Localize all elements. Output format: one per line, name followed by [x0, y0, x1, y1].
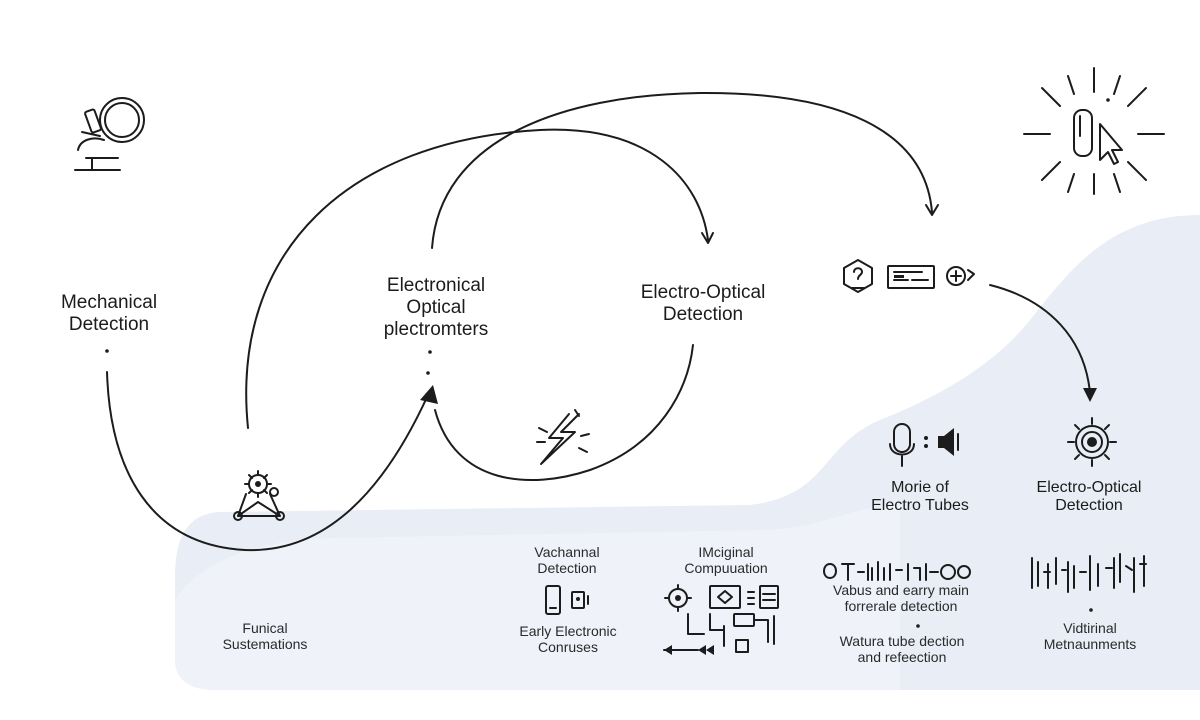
dot — [428, 350, 432, 354]
panel-label-line: forrerale detection — [844, 598, 958, 615]
lower-curve — [434, 344, 694, 481]
panel-label-line: Watura tube dection — [839, 633, 965, 649]
panel-label-line: IMciginal — [698, 544, 754, 560]
lightning-icon — [535, 408, 591, 468]
node-label-line: Mechanical — [60, 292, 158, 313]
panel-label-line: Vachannal — [534, 544, 600, 560]
microphone-speaker-icon — [886, 420, 966, 472]
panel-label-line: Conruses — [538, 639, 598, 656]
node-electro-optical-top: Electro-Optical Detection — [641, 282, 766, 326]
panel-label-line: Funical — [242, 620, 288, 636]
waveform-glyphs-icon — [823, 558, 980, 586]
panel-vidtirinal-metnaunments: Vidtirinal Metnaunments — [1044, 620, 1137, 652]
node-electronical-optical: Electronical Optical plectromters — [384, 275, 489, 341]
measurement-signal-icon — [1028, 548, 1152, 598]
panel-watura-tube: Watura tube dection and refeection — [840, 633, 965, 665]
panel-label-line: Metnaunments — [1043, 636, 1137, 653]
device-strip-icon — [838, 258, 984, 298]
node-label-line: plectromters — [383, 318, 489, 340]
panel-vabus-detection: Vabus and earry main forrerale detection — [833, 582, 969, 614]
arrowhead-down-two — [925, 204, 939, 216]
phone-devices-icon — [542, 584, 596, 620]
node-label-line: Detection — [1055, 497, 1123, 515]
node-label-line: Electro-Optical — [640, 282, 766, 303]
dot — [105, 349, 109, 353]
panel-imciginal-computation: IMciginal Compuuation — [684, 544, 767, 576]
light-burst-icon — [1020, 66, 1170, 196]
panel-vachannal-detection: Vachannal Detection — [534, 544, 599, 576]
panel-label-line: and refeection — [857, 649, 947, 666]
panel-funical-sustemations: Funical Sustemations — [223, 620, 308, 652]
panel-label-line: Compuuation — [684, 560, 768, 577]
arrowhead-up — [420, 385, 438, 404]
computation-hardware-icon — [663, 582, 788, 656]
dot — [916, 624, 920, 628]
node-mechanical-detection: Mechanical Detection — [61, 292, 157, 336]
mechanical-curve — [106, 371, 429, 552]
panel-label-line: Detection — [537, 560, 597, 577]
node-label-line: Morie of — [891, 479, 949, 496]
panel-label-line: Sustemations — [222, 636, 308, 653]
node-label-line: Optical — [406, 296, 466, 318]
panel-early-electronic: Early Electronic Conruses — [519, 623, 616, 655]
node-label-line: Electro Tubes — [871, 497, 969, 515]
microscope-icon — [70, 92, 160, 174]
loop-curve-one — [245, 128, 709, 429]
arrowhead-down-one — [701, 232, 714, 244]
panel-label-line: Vidtirinal — [1063, 620, 1117, 636]
node-label-line: Electro-Optical — [1036, 479, 1142, 496]
panel-label-line: Early Electronic — [519, 623, 617, 639]
device-curve — [989, 284, 1091, 394]
node-morie-electro-tubes: Morie of Electro Tubes — [871, 479, 969, 516]
dot — [426, 371, 430, 375]
arrowhead-down-three — [1083, 388, 1097, 402]
gear-network-icon — [230, 466, 292, 526]
panel-label-line: Vabus and earry main — [833, 582, 969, 598]
loop-curve-two — [431, 91, 933, 249]
node-label-line: Detection — [68, 313, 150, 335]
dot — [1089, 608, 1093, 612]
node-label-line: Electronical — [386, 275, 486, 296]
node-electro-optical-right: Electro-Optical Detection — [1037, 479, 1142, 516]
node-label-line: Detection — [662, 303, 744, 325]
optical-sensor-icon — [1064, 414, 1120, 470]
